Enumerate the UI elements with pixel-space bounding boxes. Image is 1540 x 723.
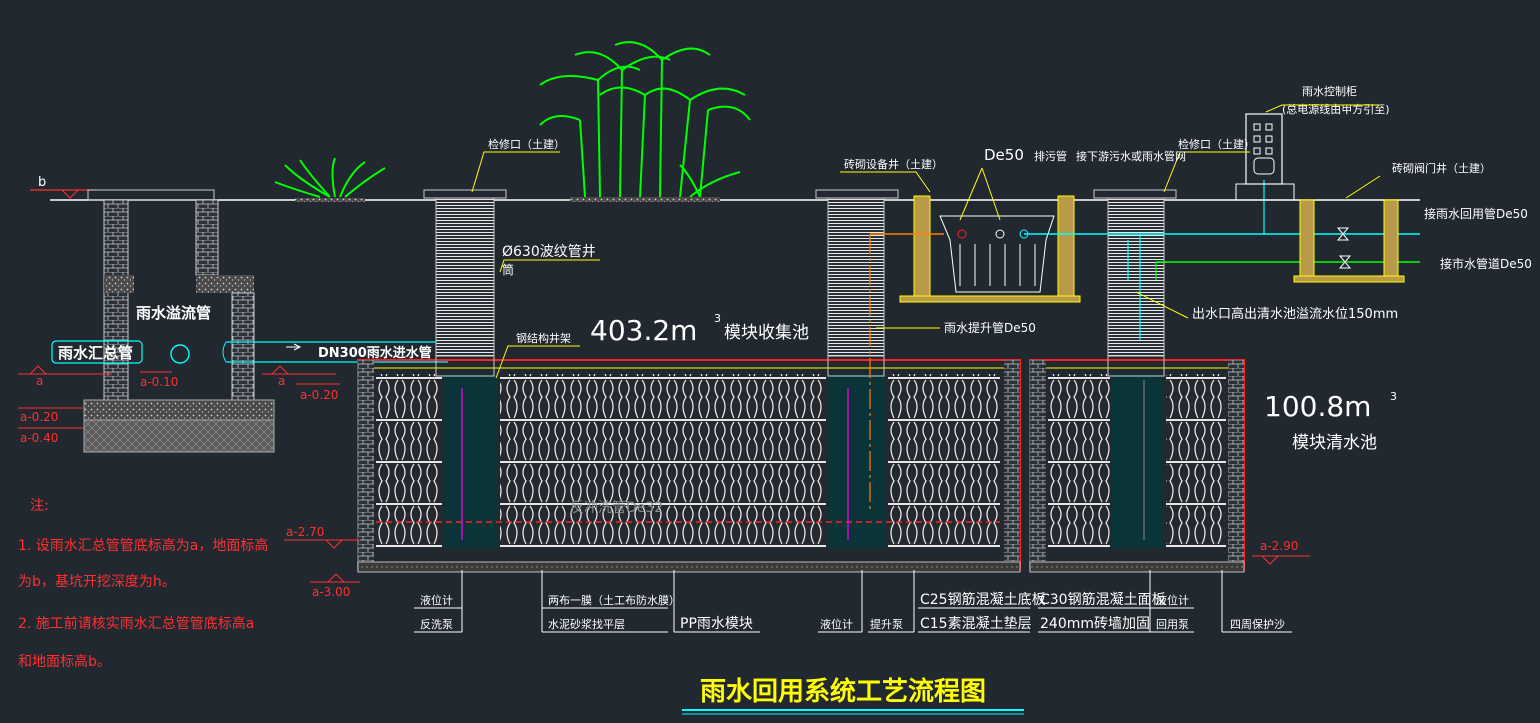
legend-brick: 240mm砖墙加固 [1040,616,1150,632]
legend-mortar: 水泥砂浆找平层 [548,617,625,631]
pipe-section-icon [170,344,190,364]
elev-a-left: a [36,374,43,388]
steel-frame-label: 钢结构井架 [516,331,571,345]
legend-c25: C25钢筋混凝土底板 [920,591,1046,608]
note-1a: 1. 设雨水汇总管管底标高为a，地面标高 [18,537,268,554]
plant-icon [274,41,751,198]
corrugated-well-label: Ø630波纹管井 [502,244,596,260]
inspection-right-label: 检修口（土建） [1178,137,1255,151]
clear-volume-sup: 3 [1390,390,1397,403]
elev-a-040: a-0.40 [20,431,58,445]
legend-leaders [414,570,1292,633]
bottom-elevations: a-2.70 a-3.00 a-2.90 [284,525,1310,599]
elev-a-mid: a [278,374,285,388]
tank-name: 模块收集池 [724,323,809,343]
note-2b: 和地面标高b。 [18,653,111,670]
inlet-pipe-label: DN300雨水进水管 [318,345,432,361]
manhole-cover [87,189,215,201]
de50-drain-label: De50 [984,146,1024,164]
elev-a-020-mid: a-0.20 [300,388,338,402]
elevation-b-mark: b [30,175,95,199]
elev-a-300: a-3.00 [312,585,350,599]
legend-c15: C15素混凝土垫层 [920,616,1032,632]
tap-pipe-label: 接市水管道De50 [1440,256,1532,271]
note-2a: 2. 施工前请核实雨水汇总管管底标高a [18,615,254,632]
pipe-network [461,180,1420,540]
overflow-pipe-label: 雨水溢流管 [136,304,211,322]
legend-level-gauge-3: 液位计 [1156,593,1189,607]
inspection-wells [423,189,1177,377]
left-elevations: a a-0.10 a a-0.20 a-0.20 a-0.40 [18,365,340,445]
control-cabinet: 雨水控制柜 (总电源线由甲方引至) [1235,84,1390,201]
elev-a-020-left: a-0.20 [20,410,58,424]
elevation-b-label: b [38,175,46,190]
overflow-manhole: 雨水溢流管 [83,189,275,453]
leader-lines [471,151,1381,379]
tank-volume: 403.2m [590,314,697,347]
inlet-pipe: DN300雨水进水管 [226,341,448,363]
valve-well-label: 砖砌阀门井（土建） [1392,161,1491,175]
drain-dest-label: 接下游污水或雨水管网 [1076,149,1186,163]
notes-heading: 注: [30,498,49,514]
tank-volume-sup: 3 [714,312,721,325]
note-1b: 为b，基坑开挖深度为h。 [18,573,176,590]
equipment-well [899,195,1081,303]
main-pipe: 雨水汇总管 [51,340,143,364]
equip-well-label: 砖砌设备井（土建） [844,157,943,171]
lift-pipe-label: 雨水提升管De50 [944,320,1036,335]
elev-a-010: a-0.10 [140,375,178,389]
clear-volume: 100.8m [1264,390,1371,423]
outlet-note-label: 出水口高出清水池溢流水位150mm [1192,306,1398,322]
legend-level-gauge-2: 液位计 [820,617,853,631]
elev-a-290: a-2.90 [1260,539,1298,553]
legend-geomembrane: 两布一膜（土工布防水膜） [548,593,680,607]
collection-tank: 反冲洗管De32 [357,359,1021,573]
main-pipe-label: 雨水汇总管 [58,344,133,362]
legend-backwash-pump: 反洗泵 [420,618,453,631]
corrugated-well-label-2: 筒 [502,262,514,277]
legend-level-gauge-1: 液位计 [420,593,453,607]
drain-pipe-label: 排污管 [1034,149,1067,163]
power-note-label: (总电源线由甲方引至) [1282,102,1390,116]
clear-name: 模块清水池 [1292,433,1377,453]
valve-well [1293,199,1405,283]
legend-reuse-pump: 回用泵 [1156,618,1189,631]
diagram-title: 雨水回用系统工艺流程图 [700,676,986,707]
backwash-pipe-label: 反冲洗管De32 [570,500,663,516]
legend-pp-module: PP雨水模块 [680,616,753,632]
inspection-left-label: 检修口（土建） [488,137,565,151]
legend-c30: C30钢筋混凝土面板 [1040,591,1166,608]
reuse-pipe-label: 接雨水回用管De50 [1424,206,1528,221]
legend-lift-pump: 提升泵 [870,618,903,631]
clear-tank [1029,359,1245,573]
control-cabinet-label: 雨水控制柜 [1302,84,1357,98]
elev-a-270: a-2.70 [286,525,324,539]
legend-sand: 四周保护沙 [1230,617,1285,631]
